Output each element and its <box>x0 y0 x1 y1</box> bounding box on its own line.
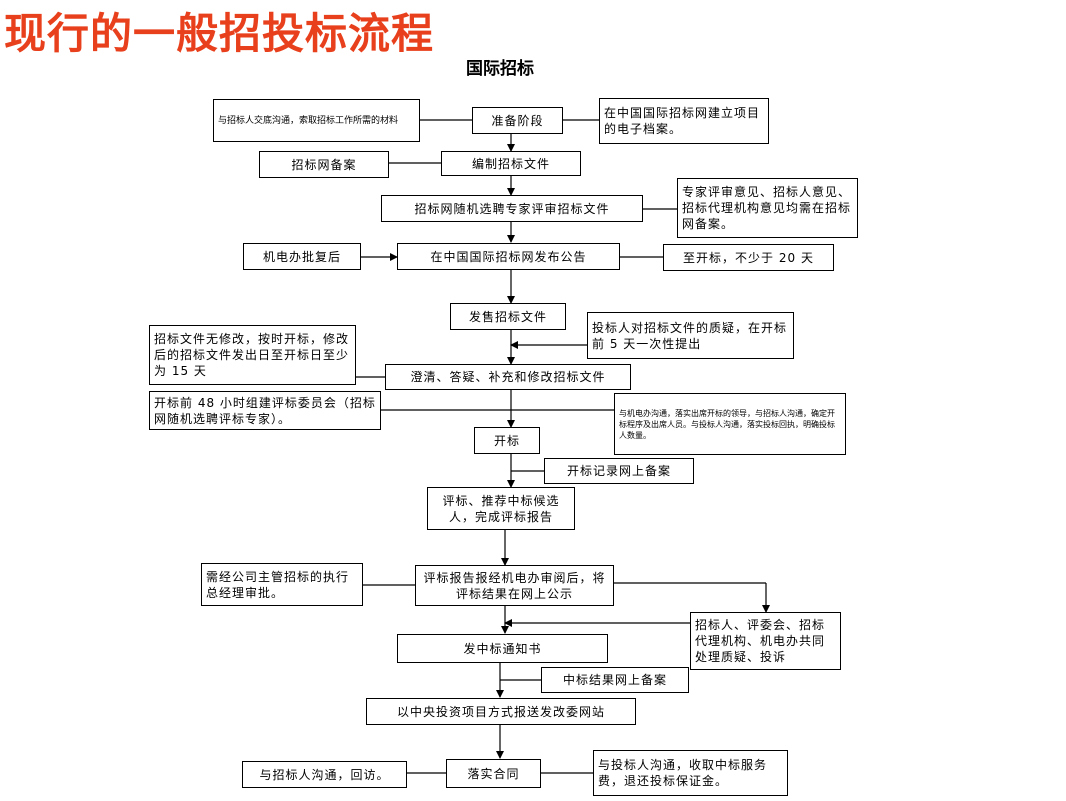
open-box: 开标 <box>474 427 540 454</box>
committee-box: 开标前 48 小时组建评标委员会（招标网随机选聘评标专家）。 <box>149 391 381 430</box>
open-record-box: 开标记录网上备案 <box>544 458 694 484</box>
contract-left-box: 与招标人沟通，回访。 <box>242 761 407 788</box>
prepare-left-box: 与招标人交底沟通，索取招标工作所需的材料 <box>213 99 420 142</box>
prepare-box: 准备阶段 <box>472 107 563 134</box>
publish-box: 在中国国际招标网发布公告 <box>397 243 620 270</box>
expert-right-box: 专家评审意见、招标人意见、招标代理机构意见均需在招标网备案。 <box>677 178 858 238</box>
publish-right-box: 至开标，不少于 20 天 <box>663 244 834 271</box>
compile-left-box: 招标网备案 <box>259 151 389 178</box>
prepare-right-box: 在中国国际招标网建立项目的电子档案。 <box>599 98 769 144</box>
diagram-subtitle: 国际招标 <box>466 59 534 79</box>
sell-right-box: 投标人对招标文件的质疑，在开标前 5 天一次性提出 <box>587 312 794 359</box>
page-title: 现行的一般招投标流程 <box>4 9 435 58</box>
evaluate-box: 评标、推荐中标候选人，完成评标报告 <box>427 487 575 530</box>
publish-left-box: 机电办批复后 <box>243 243 361 270</box>
expert-review-box: 招标网随机选聘专家评审招标文件 <box>381 195 643 222</box>
ndrc-box: 以中央投资项目方式报送发改委网站 <box>366 698 636 725</box>
clarify-box: 澄清、答疑、补充和修改招标文件 <box>385 364 631 390</box>
notice-box: 发中标通知书 <box>397 634 608 663</box>
open-right-box: 与机电办沟通，落实出席开标的领导，与招标人沟通，确定开标程序及出席人员。与投标人… <box>614 393 846 455</box>
contract-box: 落实合同 <box>446 759 541 788</box>
compile-box: 编制招标文件 <box>441 151 581 176</box>
contract-right-box: 与投标人沟通，收取中标服务费，退还投标保证金。 <box>593 750 788 796</box>
clarify-left-box: 招标文件无修改，按时开标，修改后的招标文件发出日至开标日至少为 15 天 <box>149 325 356 385</box>
result-record-box: 中标结果网上备案 <box>541 667 689 693</box>
dispute-box: 招标人、评委会、招标代理机构、机电办共同处理质疑、投诉 <box>690 612 841 670</box>
sell-box: 发售招标文件 <box>450 303 566 330</box>
report-left-box: 需经公司主管招标的执行总经理审批。 <box>201 563 363 606</box>
report-box: 评标报告报经机电办审阅后，将评标结果在网上公示 <box>415 565 614 606</box>
